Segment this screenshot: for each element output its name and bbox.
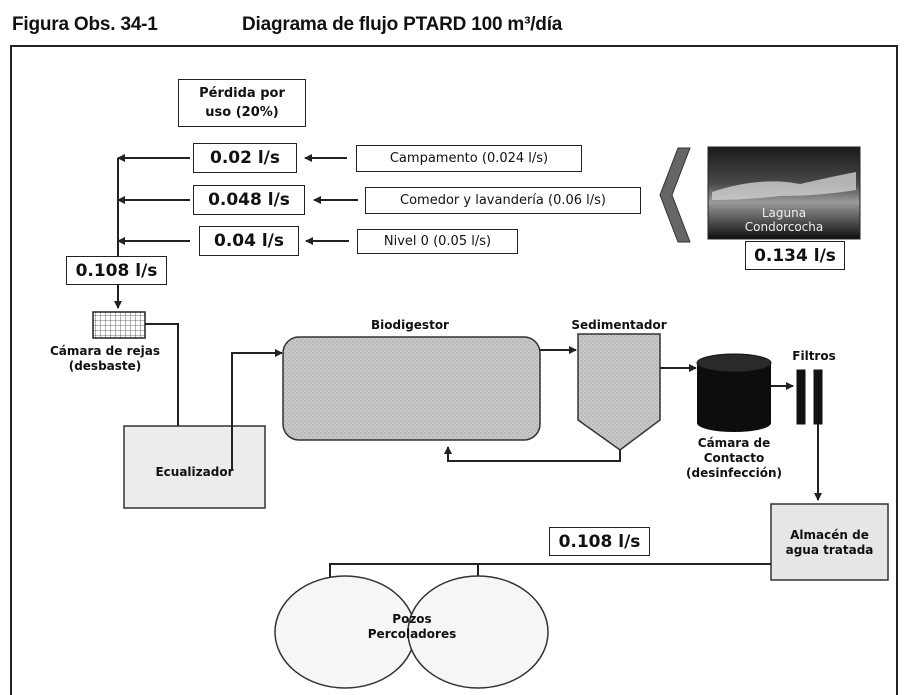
flow-value-comedor: 0.048 l/s (193, 185, 305, 215)
storage-label: Almacén de agua tratada (771, 528, 888, 558)
equalizer-label: Ecualizador (155, 465, 234, 479)
contact-chamber-shape (696, 353, 772, 373)
filter-1-shape (796, 369, 806, 425)
wells-label: Pozos Percoladores (352, 612, 472, 642)
filters-label: Filtros (792, 349, 836, 363)
equalizer-shape (123, 425, 266, 509)
contact-chamber-line2: Contacto (703, 451, 765, 465)
contact-chamber-line1: Cámara de (697, 436, 771, 450)
source-nivel0: Nivel 0 (0.05 l/s) (357, 229, 518, 254)
lagoon-name-line2: Condorcocha (744, 220, 824, 234)
loss-label-line1: Pérdida por (199, 86, 285, 101)
contact-chamber-label: Cámara de Contacto (desinfección) (676, 436, 792, 481)
source-comedor: Comedor y lavandería (0.06 l/s) (365, 187, 641, 214)
diagram-frame (10, 45, 898, 695)
storage-line2: agua tratada (785, 543, 874, 557)
lagoon-name-line1: Laguna (761, 206, 807, 220)
flow-value-nivel0: 0.04 l/s (199, 226, 299, 256)
wells-line1: Pozos (392, 612, 432, 626)
contact-chamber-line3: (desinfección) (686, 466, 782, 480)
biodigester-label: Biodigestor (371, 318, 449, 332)
lagoon-flow-value: 0.134 l/s (745, 241, 845, 270)
screen-chamber-shape (92, 311, 146, 339)
flow-value-campamento: 0.02 l/s (193, 143, 297, 173)
figure-title: Diagrama de flujo PTARD 100 m³/día (242, 14, 563, 35)
outflow-value: 0.108 l/s (549, 527, 650, 556)
figure-label: Figura Obs. 34-1 (12, 14, 158, 35)
wells-line2: Percoladores (367, 627, 457, 641)
source-campamento: Campamento (0.024 l/s) (356, 145, 582, 172)
total-inflow-value: 0.108 l/s (66, 256, 167, 285)
loss-label-box: Pérdida por uso (20%) (178, 79, 306, 127)
screen-chamber-label: Cámara de rejas (desbaste) (40, 344, 170, 374)
settler-shape (577, 333, 661, 451)
filter-2-shape (813, 369, 823, 425)
well-2-shape (407, 575, 549, 689)
screen-chamber-line2: (desbaste) (68, 359, 142, 373)
storage-line1: Almacén de (790, 528, 869, 542)
loss-label-line2: uso (20%) (205, 105, 279, 120)
settler-label: Sedimentador (571, 318, 667, 332)
storage-shape (770, 503, 889, 581)
biodigester-shape (282, 336, 541, 441)
lagoon-name: Laguna Condorcocha (708, 206, 860, 234)
screen-chamber-line1: Cámara de rejas (49, 344, 160, 358)
